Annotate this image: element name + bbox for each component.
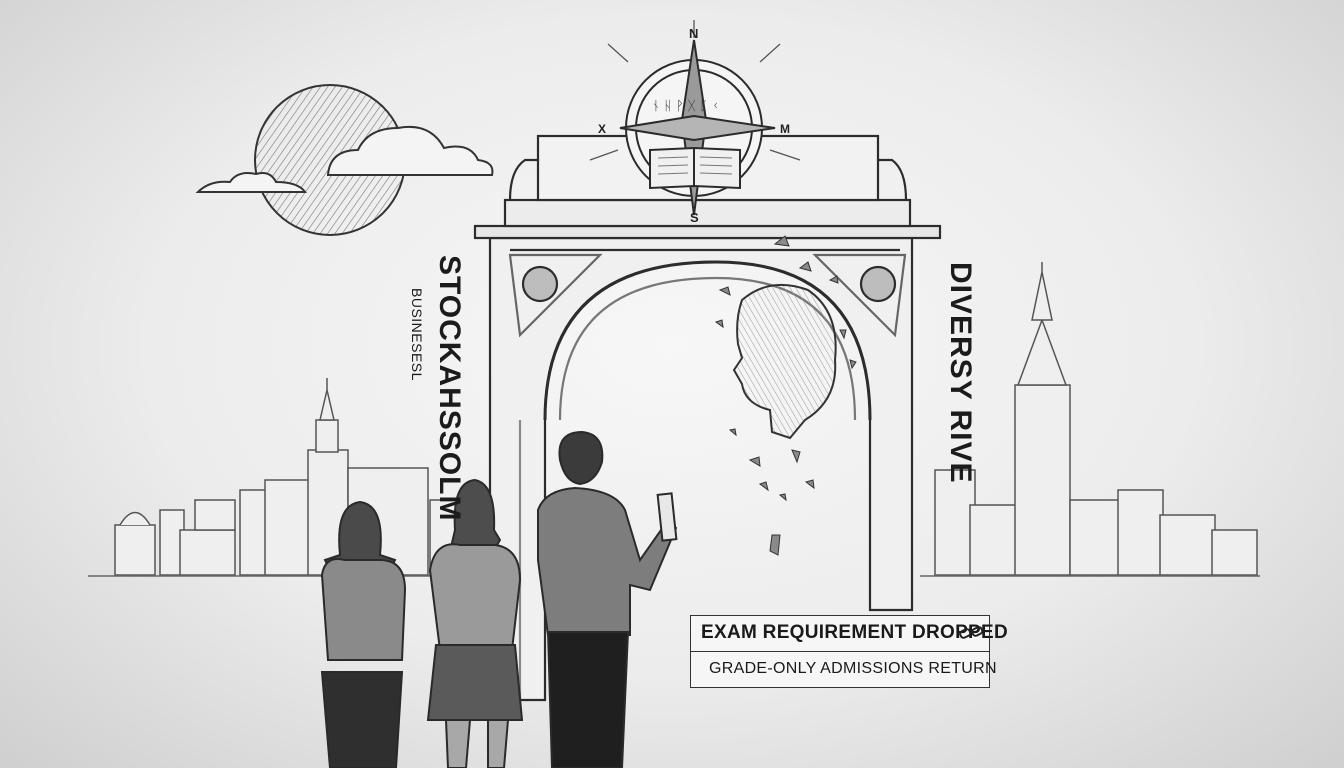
sign-headline: EXAM REQUIREMENT DROPPED [701, 622, 1009, 643]
compass-west-label: X [598, 122, 606, 136]
stockholm-label: STOCKAHSSOLM [433, 255, 466, 522]
diversity-label: DIVERSY RIVE [944, 262, 977, 484]
crumbling-statue-icon [714, 235, 857, 556]
cloud-icon [195, 126, 494, 193]
compass-icon [589, 20, 801, 216]
person-right [537, 430, 678, 768]
sign-divider [691, 651, 989, 652]
stockholm-sublabel: BUSINESESL [409, 288, 425, 381]
person-middle [426, 478, 524, 768]
broken-chain-icon [959, 625, 984, 646]
compass-north-label: N [689, 26, 698, 41]
compass-east-label: M [780, 122, 790, 136]
right-skyline [920, 262, 1260, 577]
news-sign: EXAM REQUIREMENT DROPPED GRADE-ONLY ADMI… [690, 615, 1008, 688]
archway-gate [473, 134, 942, 702]
person-left [320, 500, 407, 768]
sign-subline: GRADE-ONLY ADMISSIONS RETURN [709, 660, 997, 677]
compass-rune-ring: ᚾ ᚺ ᚹ ᚷ ᛈ ᚲ [652, 99, 719, 114]
compass-south-label: S [690, 210, 699, 225]
